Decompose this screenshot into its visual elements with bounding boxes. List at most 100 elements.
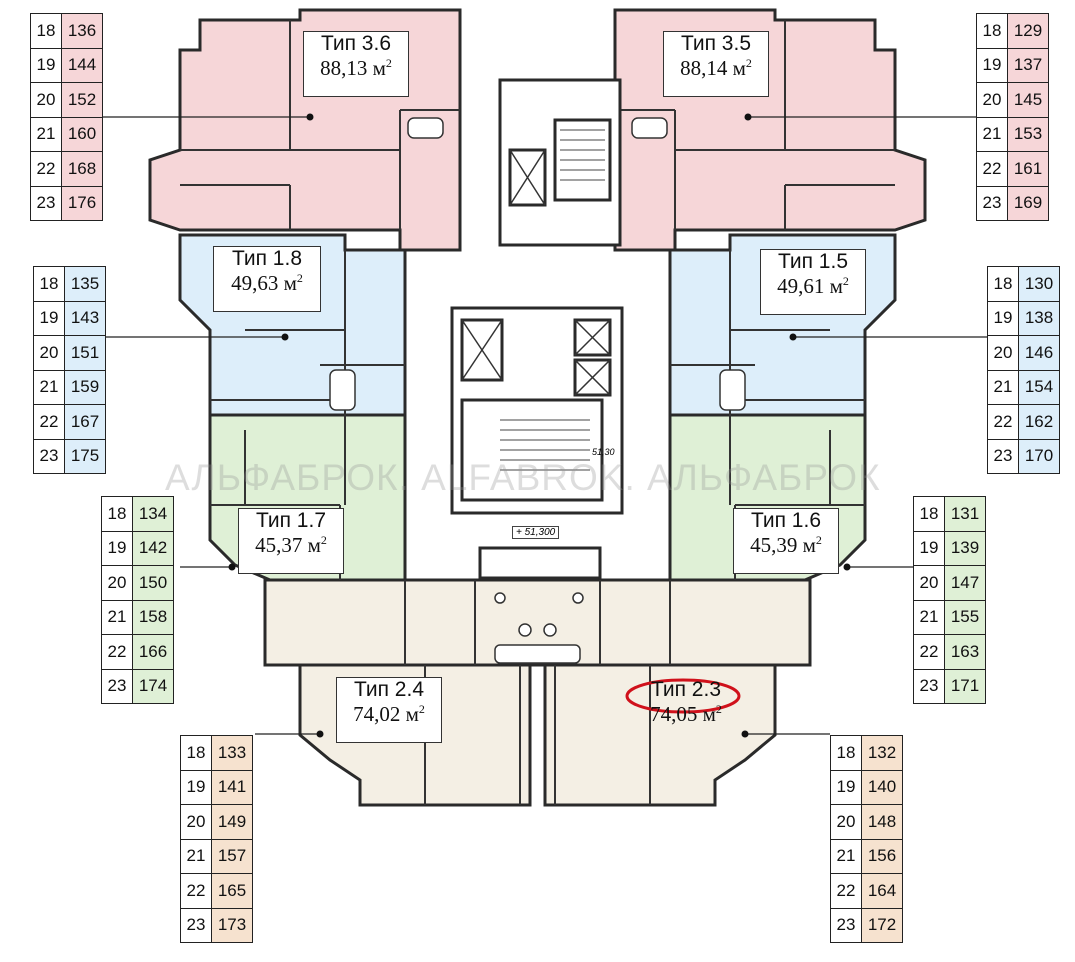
apartment-number[interactable]: 138 xyxy=(1018,300,1060,336)
apartment-number[interactable]: 175 xyxy=(64,438,106,474)
apartment-number[interactable]: 145 xyxy=(1007,82,1049,118)
apartment-number[interactable]: 141 xyxy=(211,769,253,805)
apartment-number[interactable]: 173 xyxy=(211,907,253,943)
apartment-number[interactable]: 151 xyxy=(64,335,106,371)
apartment-number[interactable]: 146 xyxy=(1018,335,1060,371)
apartment-number[interactable]: 169 xyxy=(1007,185,1049,221)
label-apartment-3-6[interactable]: Тип 3.6 88,13 м2 xyxy=(303,31,409,97)
floor-number: 23 xyxy=(976,185,1008,221)
floor-number: 20 xyxy=(987,335,1019,371)
apartment-number[interactable]: 170 xyxy=(1018,438,1060,474)
apartment-number[interactable]: 155 xyxy=(944,599,986,635)
apartment-number[interactable]: 152 xyxy=(61,82,103,118)
floor-number: 18 xyxy=(180,735,212,771)
floor-number: 18 xyxy=(30,13,62,49)
apartment-number[interactable]: 135 xyxy=(64,266,106,302)
apartment-number[interactable]: 140 xyxy=(861,769,903,805)
apartment-number[interactable]: 156 xyxy=(861,838,903,874)
apartment-number[interactable]: 136 xyxy=(61,13,103,49)
label-apartment-3-5[interactable]: Тип 3.5 88,14 м2 xyxy=(663,31,769,97)
apartment-number[interactable]: 167 xyxy=(64,404,106,440)
apartment-number[interactable]: 166 xyxy=(132,634,174,670)
label-apartment-1-7[interactable]: Тип 1.7 45,37 м2 xyxy=(238,508,344,574)
label-apartment-1-6[interactable]: Тип 1.6 45,39 м2 xyxy=(733,508,839,574)
apartment-number[interactable]: 142 xyxy=(132,530,174,566)
apartment-number[interactable]: 171 xyxy=(944,668,986,704)
apartment-number[interactable]: 159 xyxy=(64,369,106,405)
apartment-number[interactable]: 163 xyxy=(944,634,986,670)
apartment-number[interactable]: 164 xyxy=(861,873,903,909)
floor-number: 22 xyxy=(913,634,945,670)
apartment-number[interactable]: 148 xyxy=(861,804,903,840)
apartment-number[interactable]: 133 xyxy=(211,735,253,771)
apartment-number[interactable]: 162 xyxy=(1018,404,1060,440)
apartment-area: 88,14 м xyxy=(680,56,746,81)
area-unit-power: 2 xyxy=(745,56,752,71)
apartment-type: Тип 3.6 xyxy=(320,32,392,55)
label-apartment-1-5[interactable]: Тип 1.5 49,61 м2 xyxy=(760,249,866,315)
apartment-number[interactable]: 143 xyxy=(64,300,106,336)
apartment-number[interactable]: 174 xyxy=(132,668,174,704)
apartment-number[interactable]: 149 xyxy=(211,804,253,840)
floor-number: 21 xyxy=(101,599,133,635)
apartment-number[interactable]: 176 xyxy=(61,185,103,221)
floor-number: 18 xyxy=(976,13,1008,49)
floor-number: 22 xyxy=(101,634,133,670)
apartment-number[interactable]: 144 xyxy=(61,47,103,83)
apartment-number[interactable]: 132 xyxy=(861,735,903,771)
elevator-cross-marks xyxy=(461,149,611,396)
apartment-number[interactable]: 165 xyxy=(211,873,253,909)
floor-number: 19 xyxy=(180,769,212,805)
apartment-number[interactable]: 134 xyxy=(132,496,174,532)
area-unit-power: 2 xyxy=(715,702,722,717)
floor-number: 18 xyxy=(33,266,65,302)
apartment-number[interactable]: 154 xyxy=(1018,369,1060,405)
floor-number: 21 xyxy=(976,116,1008,152)
floor-number: 21 xyxy=(180,838,212,874)
apartment-number[interactable]: 150 xyxy=(132,565,174,601)
apartment-number[interactable]: 160 xyxy=(61,116,103,152)
floor-number: 19 xyxy=(101,530,133,566)
apartment-number[interactable]: 131 xyxy=(944,496,986,532)
apartment-number[interactable]: 129 xyxy=(1007,13,1049,49)
label-apartment-2-4[interactable]: Тип 2.4 74,02 м2 xyxy=(336,677,442,743)
apartment-number[interactable]: 157 xyxy=(211,838,253,874)
apartment-number[interactable]: 137 xyxy=(1007,47,1049,83)
label-apartment-2-3[interactable]: Тип 2.3 74,05 м2 xyxy=(633,677,739,743)
floor-number: 23 xyxy=(30,185,62,221)
apartment-number[interactable]: 139 xyxy=(944,530,986,566)
floor-number: 22 xyxy=(987,404,1019,440)
apartment-area: 74,02 м xyxy=(353,702,419,727)
floor-number: 22 xyxy=(180,873,212,909)
apartment-number[interactable]: 147 xyxy=(944,565,986,601)
apartment-number[interactable]: 158 xyxy=(132,599,174,635)
apartment-type: Тип 2.3 xyxy=(650,678,722,701)
apartment-number[interactable]: 153 xyxy=(1007,116,1049,152)
apartment-number[interactable]: 161 xyxy=(1007,151,1049,187)
apartment-number[interactable]: 130 xyxy=(1018,266,1060,302)
apartment-number[interactable]: 172 xyxy=(861,907,903,943)
label-apartment-1-8[interactable]: Тип 1.8 49,63 м2 xyxy=(213,246,321,312)
apartment-number[interactable]: 168 xyxy=(61,151,103,187)
floor-number: 19 xyxy=(987,300,1019,336)
